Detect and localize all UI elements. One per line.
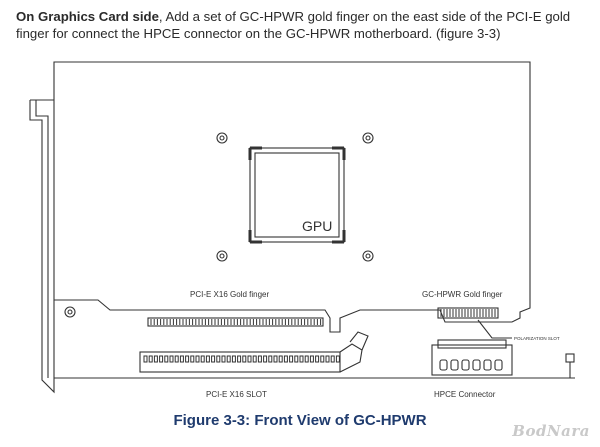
hpce-pin [450, 359, 459, 371]
watermark-logo: BodNara [512, 422, 590, 440]
graphics-card-pcb [53, 61, 531, 333]
pcie-gold-finger-label: PCI-E X16 Gold finger [190, 290, 269, 299]
pcie-x16-gold-finger [147, 317, 324, 327]
mounting-hole-top-left [216, 132, 228, 144]
hpce-pin [494, 359, 503, 371]
ground-symbol [565, 353, 575, 378]
hpce-connector-label: HPCE Connector [434, 390, 496, 399]
gc-hpwr-gold-finger [437, 307, 499, 319]
gpu-chip [248, 146, 346, 244]
figure-caption: Figure 3-3: Front View of GC-HPWR [173, 412, 427, 429]
intro-paragraph: On Graphics Card side, Add a set of GC-H… [16, 8, 586, 42]
io-bracket [29, 99, 55, 394]
intro-lead: On Graphics Card side [16, 9, 159, 24]
pcie-x16-slot [139, 331, 369, 373]
polarization-slot-label: POLARIZATION SLOT [514, 336, 560, 341]
hpce-pin [472, 359, 481, 371]
hpce-pin [439, 359, 448, 371]
hpce-connector [431, 339, 513, 376]
hpce-pin [483, 359, 492, 371]
mounting-hole-bracket [64, 306, 76, 318]
mounting-hole-top-right [362, 132, 374, 144]
hpce-pin [461, 359, 470, 371]
polarization-slot-leader [477, 319, 512, 339]
hpwr-gold-finger-label: GC-HPWR Gold finger [422, 290, 503, 299]
intro-text: , Add a set of GC-HPWR gold finger on th… [16, 9, 571, 41]
mounting-hole-bottom-left [216, 250, 228, 262]
pcie-slot-label: PCI-E X16 SLOT [206, 390, 267, 399]
gpu-label: GPU [302, 218, 332, 234]
mounting-hole-bottom-right [362, 250, 374, 262]
